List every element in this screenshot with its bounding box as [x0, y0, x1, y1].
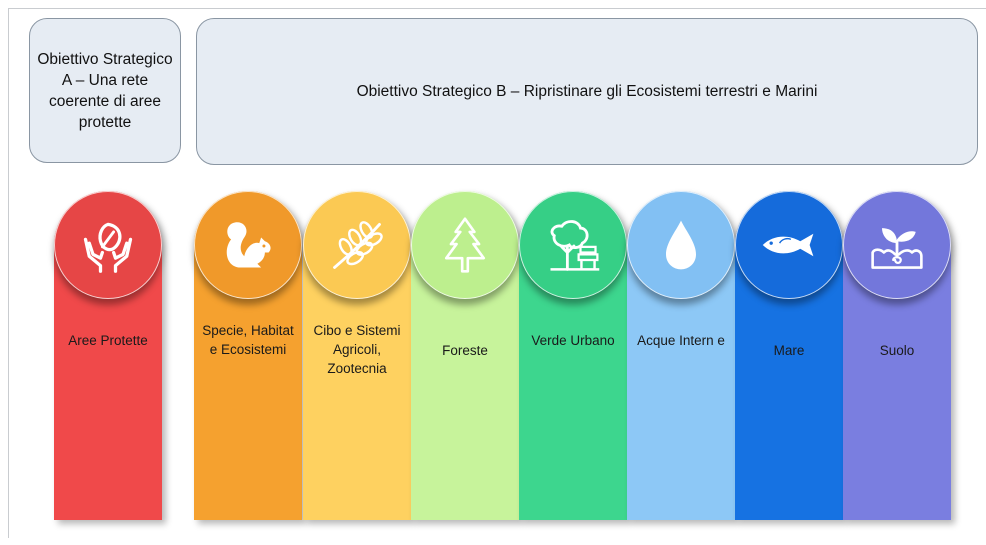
column-acque-interne: Acque Intern e	[627, 191, 735, 520]
column-aree-protette: Aree Protette	[54, 191, 162, 520]
column-foreste: Foreste	[411, 191, 519, 520]
column-label: Suolo	[879, 343, 915, 358]
circle-aree-protette	[54, 191, 162, 299]
pine-tree-icon	[444, 217, 486, 273]
circle-specie-habitat	[194, 191, 302, 299]
column-label: Acque Intern e	[637, 333, 725, 348]
hands-leaf-icon	[83, 222, 133, 273]
diagram-frame	[8, 8, 986, 538]
wheat-icon	[333, 221, 383, 269]
objective-b-text: Obiettivo Strategico B – Ripristinare gl…	[356, 83, 818, 100]
objective-a-box: Obiettivo Strategico A – Una rete coeren…	[29, 18, 181, 163]
sprout-soil-icon	[871, 228, 923, 269]
column-label: Aree Protette	[68, 333, 148, 348]
column-cibo-agricoli: Cibo e Sistemi Agricoli, Zootecnia	[303, 191, 411, 520]
column-mare: Mare	[735, 191, 843, 520]
circle-acque-interne	[627, 191, 735, 299]
circle-mare	[735, 191, 843, 299]
urban-tree-bench-icon	[550, 220, 600, 271]
column-specie-habitat: Specie, Habitat e Ecosistemi	[194, 191, 302, 520]
column-label: Specie, Habitat e Ecosistemi	[202, 323, 294, 357]
column-label: Mare	[773, 343, 805, 358]
column-verde-urbano: Verde Urbano	[519, 191, 627, 520]
column-suolo: Suolo	[843, 191, 951, 520]
column-label: Foreste	[442, 343, 488, 358]
circle-cibo-agricoli	[303, 191, 411, 299]
column-label: Verde Urbano	[531, 333, 615, 348]
fish-icon	[762, 233, 814, 257]
circle-verde-urbano	[519, 191, 627, 299]
squirrel-icon	[226, 222, 271, 268]
circle-suolo	[843, 191, 951, 299]
water-drop-icon	[666, 220, 696, 270]
circle-foreste	[411, 191, 519, 299]
column-label: Cibo e Sistemi Agricoli, Zootecnia	[313, 323, 401, 376]
objective-a-text: Obiettivo Strategico A – Una rete coeren…	[37, 50, 173, 131]
objective-b-box: Obiettivo Strategico B – Ripristinare gl…	[196, 18, 978, 165]
